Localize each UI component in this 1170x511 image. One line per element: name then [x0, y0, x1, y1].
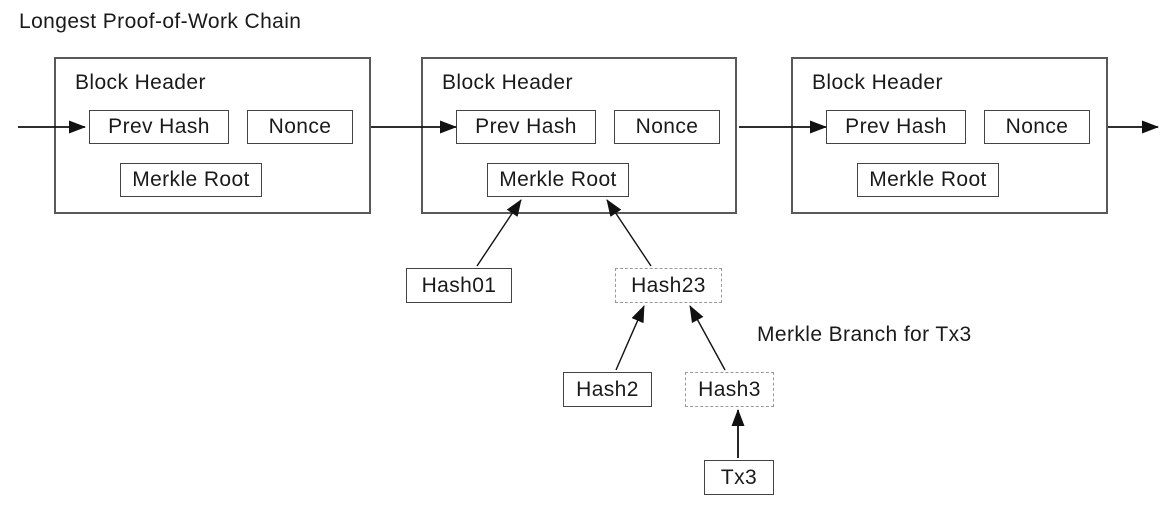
block-header-label: Block Header — [812, 71, 943, 94]
block-header-box-3: Block Header Prev Hash Nonce Merkle Root — [791, 57, 1108, 214]
hash3-box: Hash3 — [685, 372, 774, 407]
merkle-root-box: Merkle Root — [120, 163, 262, 197]
nonce-box: Nonce — [247, 110, 353, 144]
nonce-box: Nonce — [614, 110, 720, 144]
merkle-root-box: Merkle Root — [857, 163, 999, 197]
merkle-arrow-hash3-hash23 — [689, 305, 726, 371]
hash23-box: Hash23 — [615, 268, 722, 303]
prev-hash-box: Prev Hash — [456, 110, 596, 144]
hash2-box: Hash2 — [563, 372, 652, 407]
diagram-title: Longest Proof-of-Work Chain — [19, 10, 302, 33]
block-header-label: Block Header — [442, 71, 573, 94]
tx3-box: Tx3 — [704, 460, 774, 495]
prev-hash-box: Prev Hash — [89, 110, 229, 144]
block-header-box-2: Block Header Prev Hash Nonce Merkle Root — [421, 57, 737, 214]
nonce-box: Nonce — [984, 110, 1090, 144]
merkle-root-box: Merkle Root — [487, 163, 629, 197]
prev-hash-box: Prev Hash — [826, 110, 966, 144]
hash01-box: Hash01 — [406, 268, 512, 303]
block-header-box-1: Block Header Prev Hash Nonce Merkle Root — [54, 57, 371, 214]
merkle-branch-caption: Merkle Branch for Tx3 — [757, 323, 972, 346]
merkle-arrow-hash2-hash23 — [615, 305, 645, 371]
block-header-label: Block Header — [75, 71, 206, 94]
